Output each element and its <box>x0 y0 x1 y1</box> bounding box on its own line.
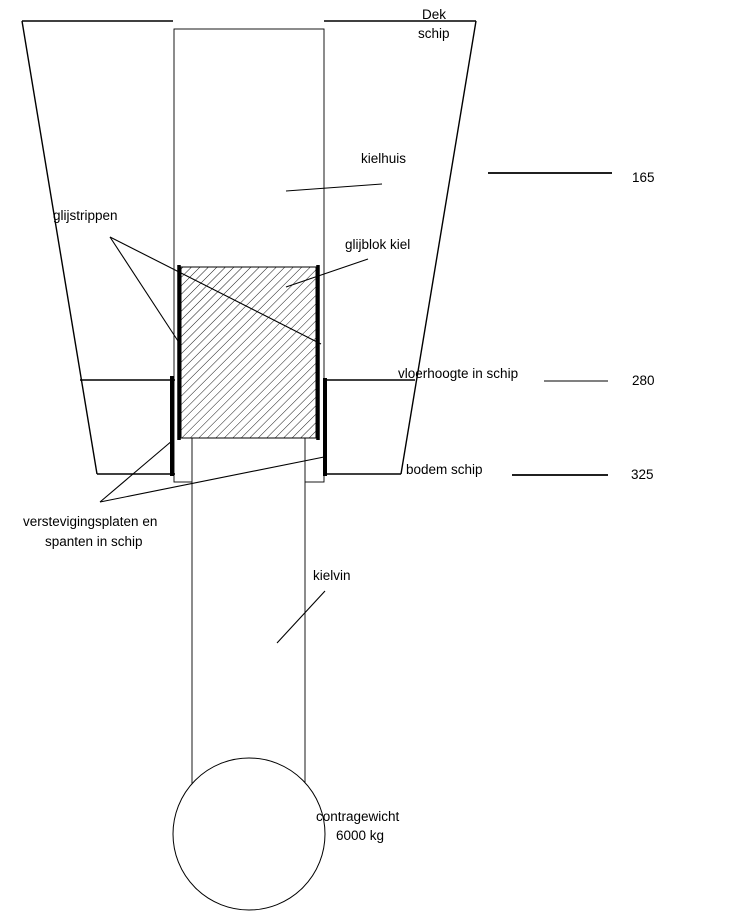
leader-versteviging-left <box>99 439 174 503</box>
leader-glijstrippen-right <box>109 236 322 345</box>
label-vloerhoogte: vloerhoogte in schip <box>398 366 518 381</box>
hull-side-right <box>400 20 477 475</box>
label-deck-line2: schip <box>418 26 450 41</box>
leader-kielhuis <box>285 183 383 192</box>
level-165-value: 165 <box>632 170 655 185</box>
level-325-value: 325 <box>631 467 654 482</box>
level-280-value: 280 <box>632 373 655 388</box>
label-kielvin: kielvin <box>313 568 351 583</box>
label-bodem-schip: bodem schip <box>406 462 483 477</box>
label-glijstrippen: glijstrippen <box>53 208 118 223</box>
hull-outline <box>21 20 477 475</box>
leader-glijstrippen-left <box>109 236 179 342</box>
label-glijblok-kiel: glijblok kiel <box>345 237 410 252</box>
leader-glijblok <box>285 258 369 288</box>
counterweight <box>172 757 326 911</box>
label-contragewicht-line1: contragewicht <box>316 809 400 824</box>
sliding-block <box>180 266 317 439</box>
keel-fin <box>191 437 306 787</box>
label-contragewicht-line2: 6000 kg <box>336 828 384 843</box>
leader-versteviging-right <box>99 456 325 503</box>
label-versteviging-line1: verstevigingsplaten en <box>23 514 157 529</box>
leader-kielvin <box>276 590 326 644</box>
leader-lines <box>99 183 400 644</box>
label-deck-line1: Dek <box>422 7 446 22</box>
level-markers <box>488 172 612 476</box>
hull-side-left <box>21 20 98 475</box>
label-kielhuis: kielhuis <box>361 151 406 166</box>
label-versteviging-line2: spanten in schip <box>45 534 143 549</box>
